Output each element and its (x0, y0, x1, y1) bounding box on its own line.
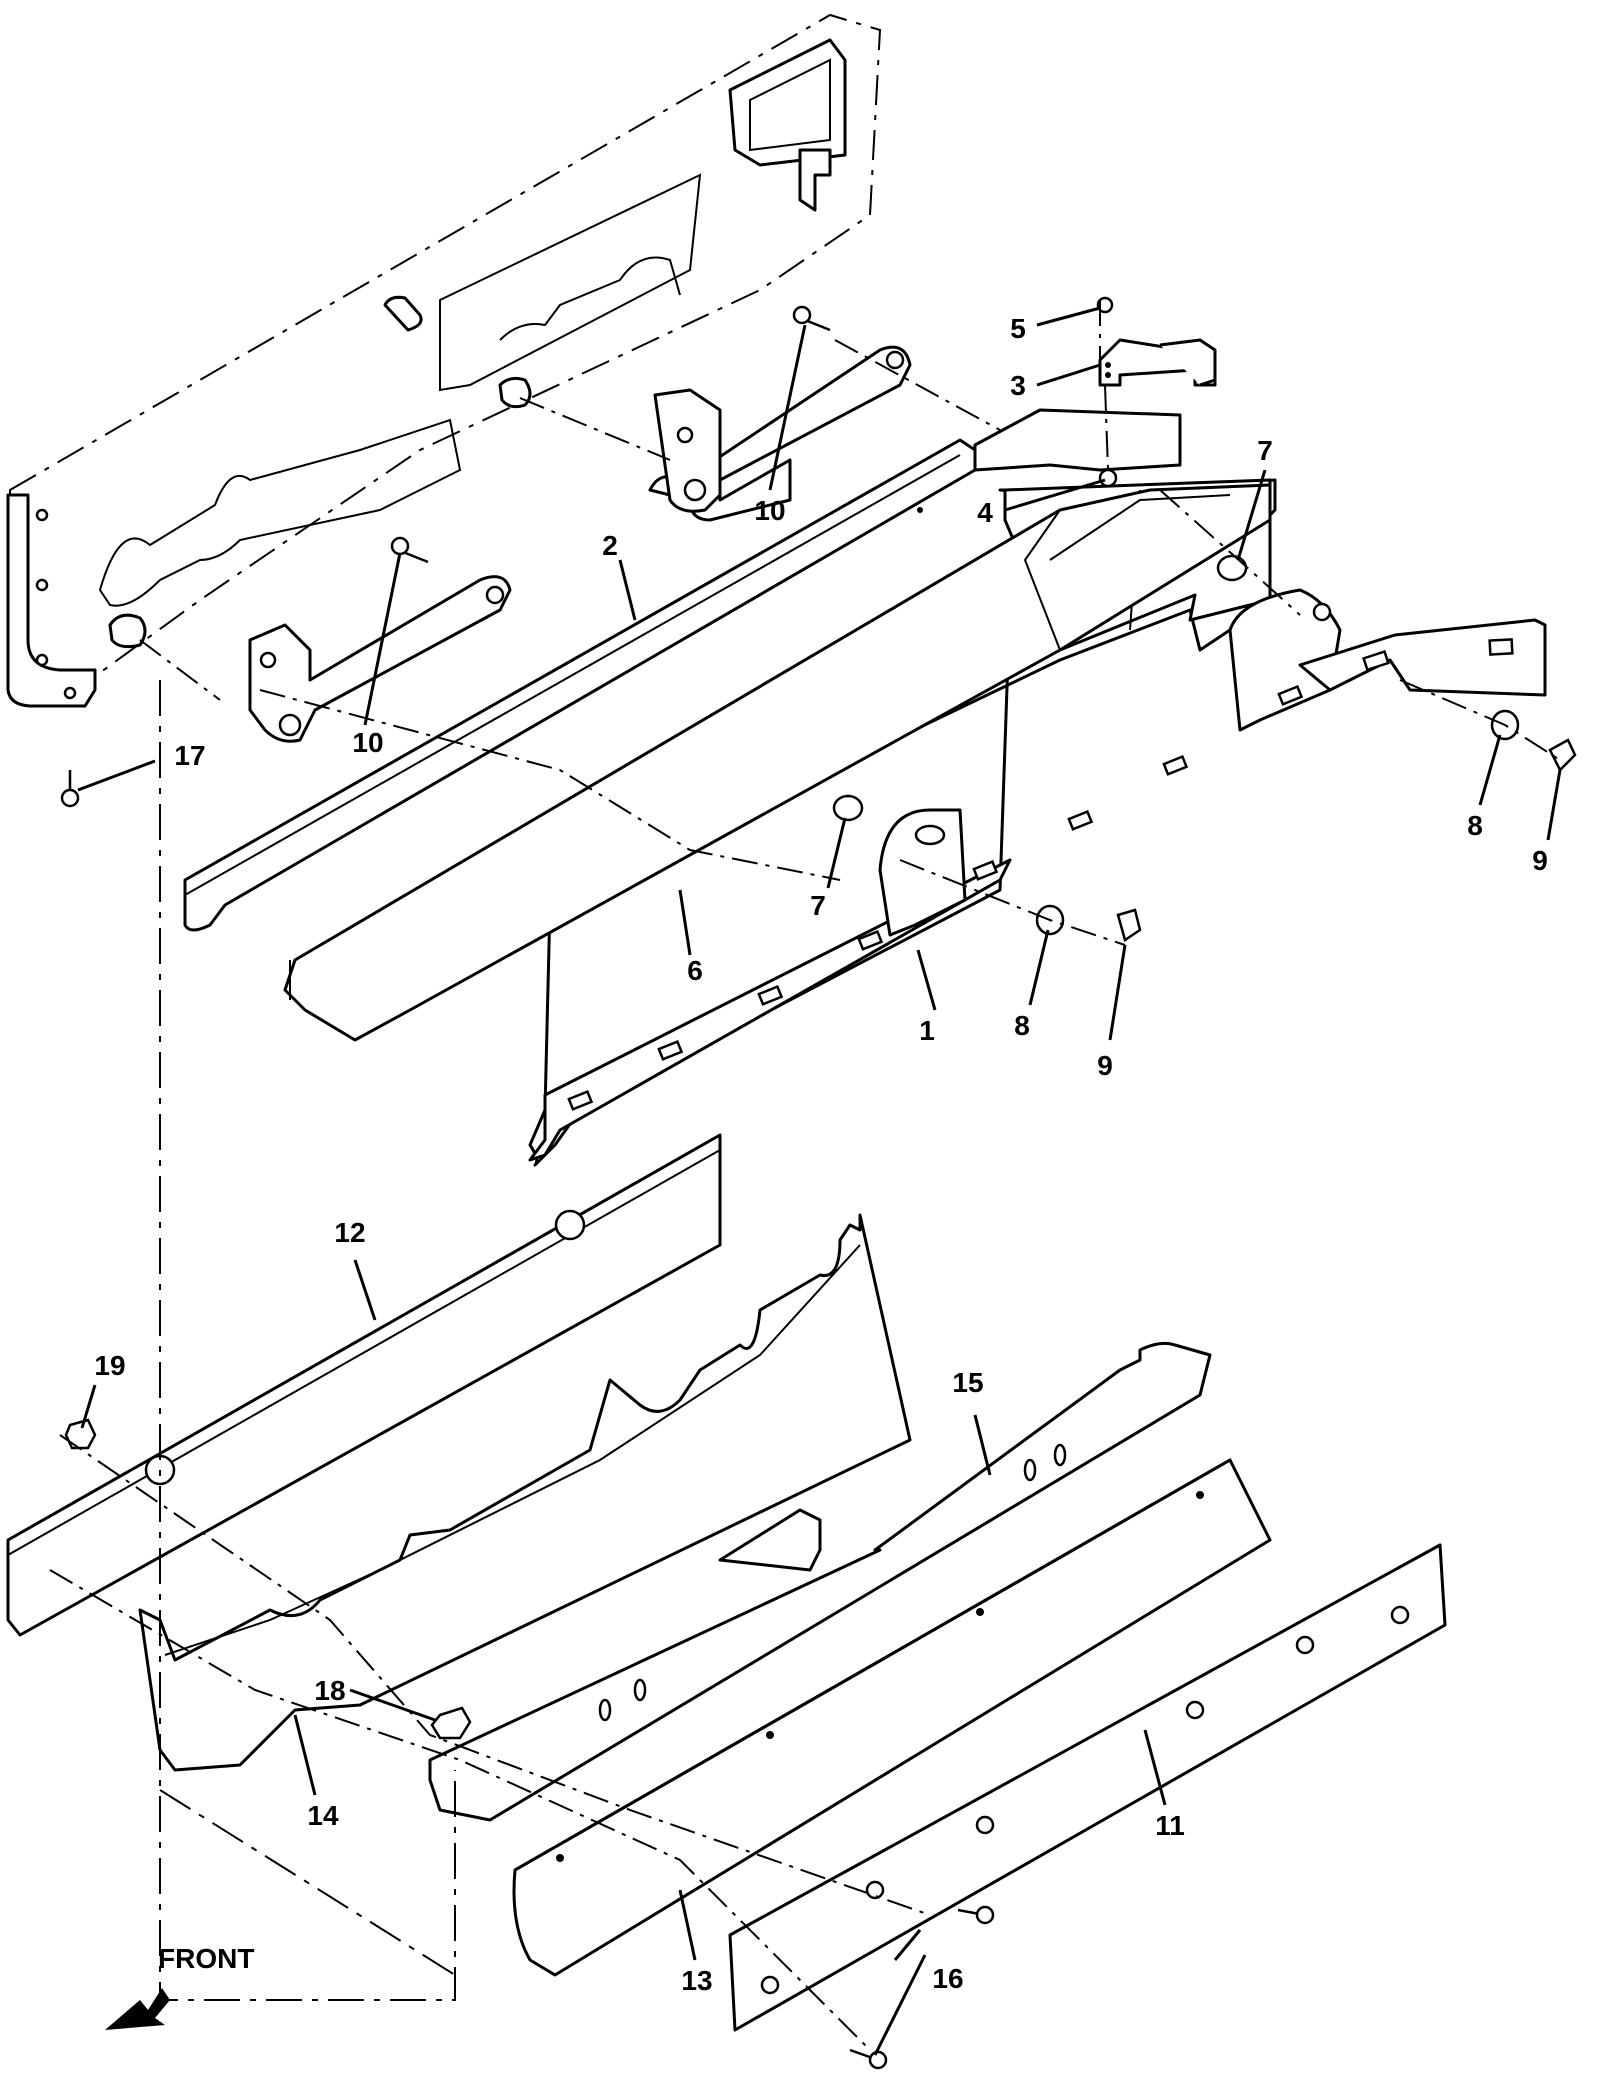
callout-15: 15 (952, 1367, 983, 1398)
front-indicator: FRONT (105, 1943, 254, 2030)
callout-8-right: 8 (1467, 810, 1483, 841)
callout-12: 12 (334, 1217, 365, 1248)
callout-18: 18 (314, 1675, 345, 1706)
latch-bracket (973, 338, 1217, 472)
callout-8-center: 8 (1014, 1010, 1030, 1041)
callout-19: 19 (94, 1350, 125, 1381)
front-label: FRONT (158, 1943, 254, 1974)
callout-17: 17 (174, 740, 205, 771)
callout-10-lower: 10 (352, 727, 383, 758)
body-side-panel (6, 13, 882, 708)
callout-1: 1 (919, 1015, 935, 1046)
callout-3: 3 (1010, 370, 1026, 401)
callout-6: 6 (687, 955, 703, 986)
mounting-bracket-lower (108, 575, 512, 743)
outer-trim-strip (728, 1543, 1447, 2032)
leader-lines (77, 306, 1562, 2056)
callout-9-right: 9 (1532, 845, 1548, 876)
mounting-bracket-upper (498, 345, 912, 522)
callout-13: 13 (681, 1965, 712, 1996)
alignment-lines (49, 300, 1561, 2051)
step-tray (283, 483, 1272, 1042)
rocker-molding (512, 1458, 1272, 1977)
hardware (60, 296, 1577, 2070)
callout-11: 11 (1155, 1810, 1185, 1841)
sill-panel-upper (6, 1133, 722, 1637)
callout-2: 2 (602, 530, 618, 561)
callout-10-upper: 10 (754, 495, 785, 526)
callout-7-lower: 7 (810, 890, 826, 921)
callout-16: 16 (932, 1963, 963, 1994)
callout-9-center: 9 (1097, 1050, 1113, 1081)
callout-labels: 1 2 3 4 5 6 7 7 8 8 9 9 10 10 11 12 13 1… (94, 313, 1547, 1996)
callout-5: 5 (1010, 313, 1026, 344)
sill-panel-lower (138, 1213, 912, 1772)
callout-4: 4 (977, 497, 993, 528)
front-arrow-icon (105, 1988, 170, 2030)
callout-14: 14 (307, 1800, 339, 1831)
sill-trim (428, 1341, 1212, 1822)
callout-7-upper: 7 (1257, 435, 1273, 466)
